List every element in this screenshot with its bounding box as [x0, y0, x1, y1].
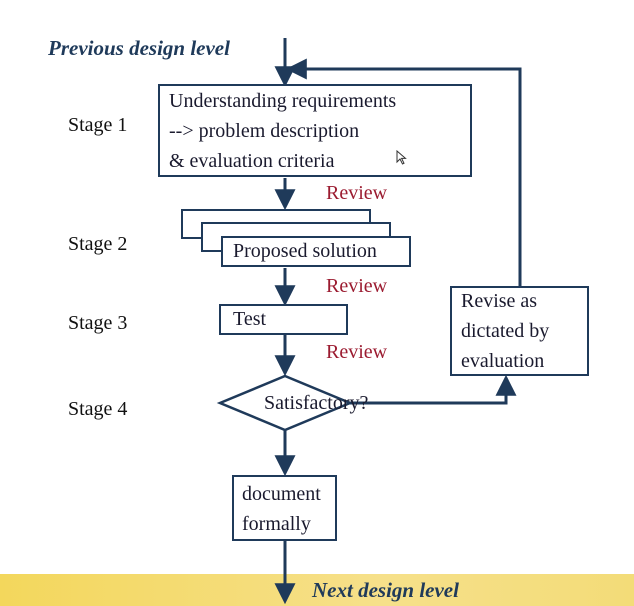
test-box: Test — [219, 304, 348, 335]
document-line-1: document — [242, 483, 321, 505]
revise-line-1: Revise as — [461, 290, 538, 312]
revise-box: Revise as dictated by evaluation — [450, 286, 589, 376]
mouse-cursor-icon — [396, 150, 407, 165]
requirements-line-1: Understanding requirements — [169, 90, 397, 112]
revise-line-3: evaluation — [461, 350, 545, 372]
previous-level-label: Previous design level — [48, 36, 230, 60]
arrow-feedback-loop — [285, 58, 522, 288]
test-label: Test — [233, 308, 267, 330]
review-label-2: Review — [326, 275, 388, 297]
arrow-decision-to-revise — [350, 374, 517, 405]
document-line-2: formally — [242, 513, 311, 535]
requirements-line-2: --> problem description — [169, 120, 360, 142]
proposed-solution-label: Proposed solution — [233, 240, 377, 262]
stage-2-label: Stage 2 — [68, 233, 128, 255]
stage-4-label: Stage 4 — [68, 398, 128, 420]
decision-label: Satisfactory? — [264, 392, 369, 414]
next-level-label: Next design level — [312, 578, 459, 602]
review-label-1: Review — [326, 182, 388, 204]
footer-band — [0, 574, 634, 606]
revise-line-2: dictated by — [461, 320, 550, 342]
requirements-box: Understanding requirements --> problem d… — [158, 84, 472, 177]
requirements-line-3: & evaluation criteria — [169, 150, 335, 172]
stage-1-label: Stage 1 — [68, 114, 128, 136]
proposed-solution-box: Proposed solution — [221, 236, 411, 267]
document-box: document formally — [232, 475, 337, 541]
review-label-3: Review — [326, 341, 388, 363]
stage-3-label: Stage 3 — [68, 312, 128, 334]
